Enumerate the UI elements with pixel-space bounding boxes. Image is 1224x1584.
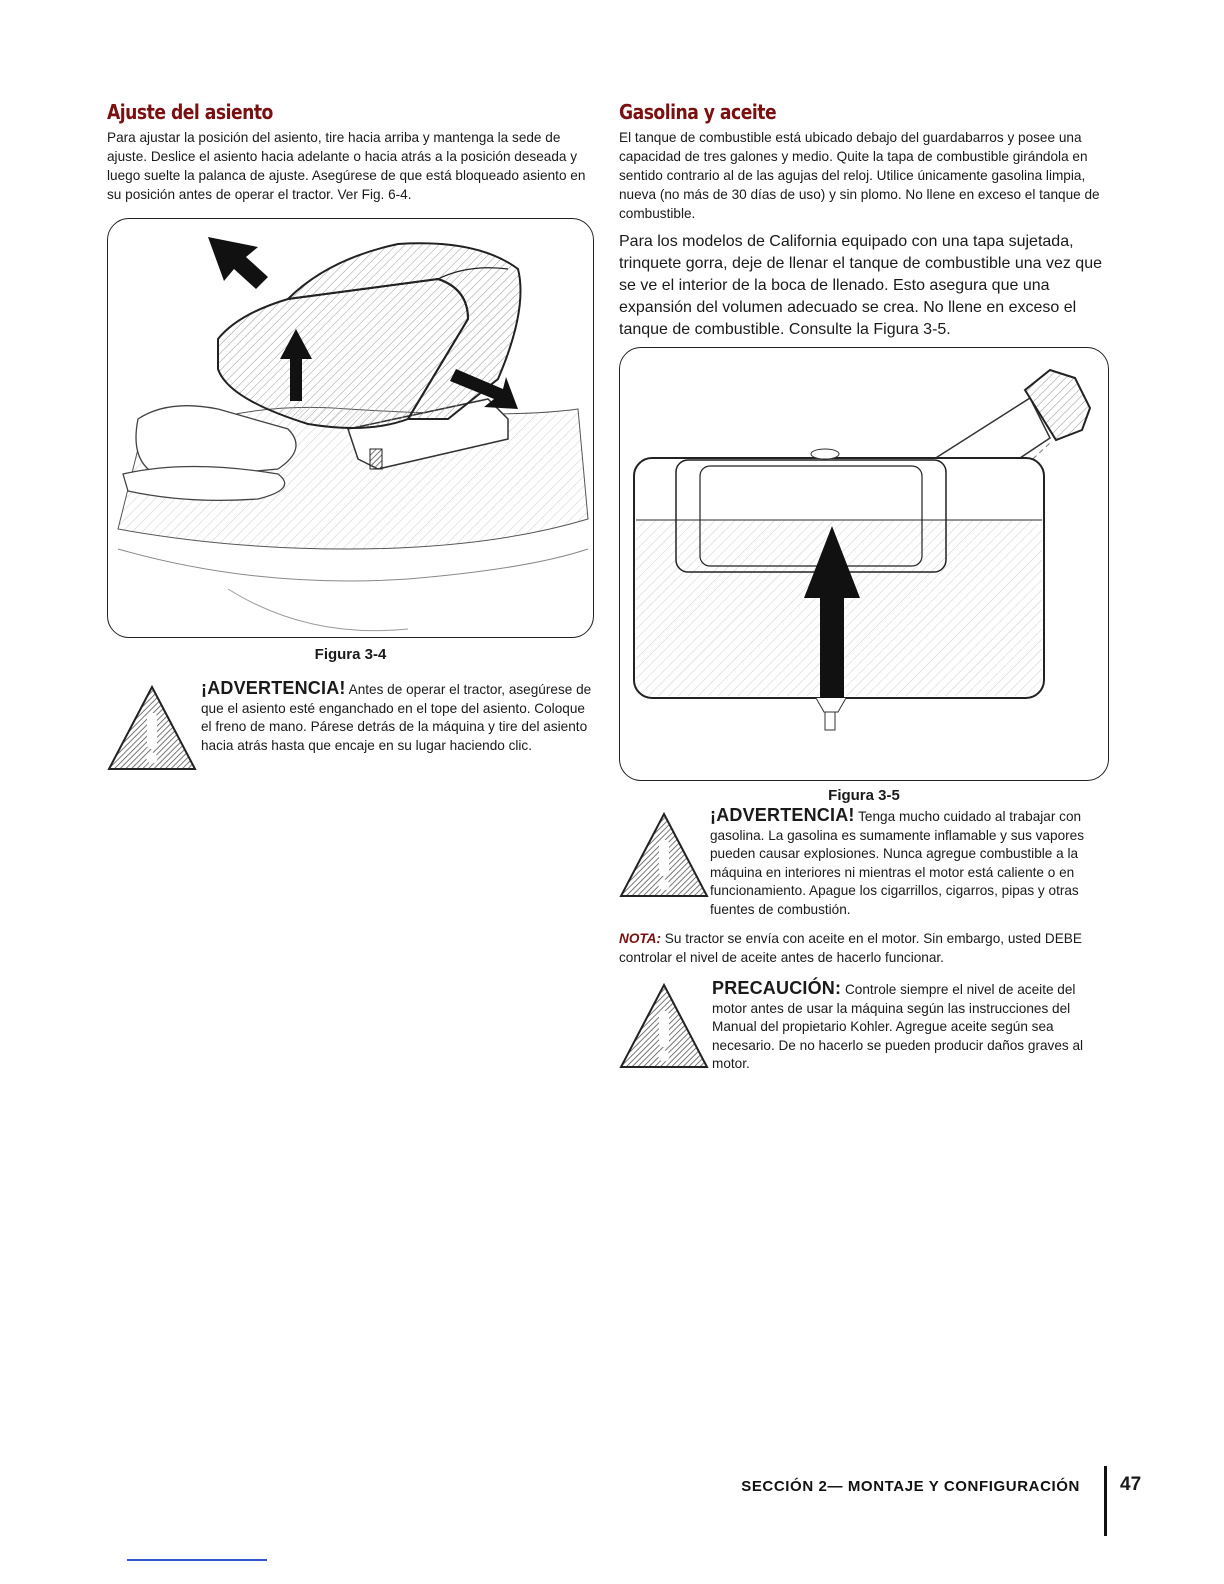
warning-triangle-icon (107, 685, 197, 770)
figure-3-4-caption: Figura 3-4 (314, 646, 387, 663)
bottom-rule (127, 1559, 267, 1561)
fuel-tank-illustration (633, 368, 1092, 731)
section-heading-seat: Ajuste del asiento (107, 100, 273, 124)
arrow-up-icon (804, 526, 860, 698)
seat-warning: ¡ADVERTENCIA! Antes de operar el tractor… (107, 679, 594, 789)
section-heading-fuel: Gasolina y aceite (619, 100, 777, 124)
caution-text: Controle siempre el nivel de aceite del … (712, 982, 1084, 1071)
right-column: Gasolina y aceite El tanque de combustib… (619, 100, 1109, 1075)
note-label: NOTA: (619, 931, 662, 946)
warning-triangle-icon (619, 812, 709, 897)
oil-caution: PRECAUCIÓN: Controle siempre el nivel de… (619, 979, 1109, 1075)
seat-instructions: Para ajustar la posición del asiento, ti… (107, 130, 586, 202)
warning-label: ¡ADVERTENCIA! (201, 678, 346, 698)
arrow-up-icon (280, 329, 312, 401)
footer-divider (1104, 1466, 1107, 1536)
figure-3-5 (619, 347, 1109, 781)
note-text: Su tractor se envía con aceite en el mot… (619, 931, 1082, 965)
caution-label: PRECAUCIÓN: (712, 978, 842, 998)
seat-illustration (117, 237, 589, 632)
warning-text: Tenga mucho cuidado al trabajar con gaso… (710, 809, 1085, 917)
page-number: 47 (1120, 1474, 1142, 1495)
warning-text: Antes de operar el tractor, asegúrese de… (201, 682, 592, 753)
figure-3-5-caption: Figura 3-5 (828, 787, 900, 804)
warning-label: ¡ADVERTENCIA! (710, 805, 855, 825)
oil-note: NOTA: Su tractor se envía con aceite en … (619, 930, 1109, 967)
fuel-warning: ¡ADVERTENCIA! Tenga mucho cuidado al tra… (619, 806, 1109, 918)
arrow-slide-icon (450, 369, 518, 409)
figure-3-4 (107, 218, 594, 638)
warning-triangle-icon (619, 983, 709, 1068)
california-instructions: Para los modelos de California equipado … (619, 233, 1102, 338)
fuel-instructions: El tanque de combustible está ubicado de… (619, 130, 1100, 221)
left-column: Ajuste del asiento Para ajustar la posic… (107, 100, 594, 789)
arrow-forward-icon (208, 237, 268, 289)
section-footer: SECCIÓN 2— MONTAJE Y CONFIGURACIÓN (741, 1478, 1080, 1495)
